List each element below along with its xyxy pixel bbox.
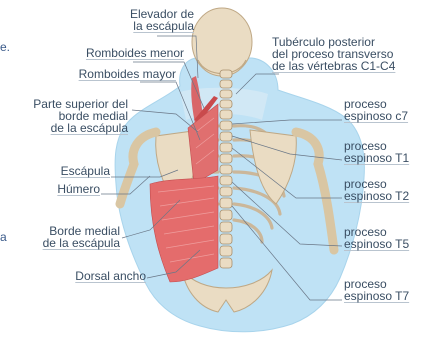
label-proceso-t1: proceso espinoso T1: [344, 140, 430, 164]
label-proceso-t7: proceso espinoso T7: [344, 278, 430, 302]
label-romboides-menor: Romboides menor: [40, 47, 184, 59]
label-escapula: Escápula: [50, 165, 110, 177]
label-romboides-mayor: Romboides mayor: [30, 68, 176, 80]
edge-fragment-bottom: a: [0, 230, 7, 244]
label-borde-medial: Borde medial de la escápula: [28, 225, 120, 249]
label-parte-superior-borde-medial: Parte superior del borde medial de la es…: [4, 98, 128, 134]
skull: [192, 8, 252, 76]
label-humero: Húmero: [48, 183, 100, 195]
label-proceso-c7: proceso espinoso c7: [344, 98, 430, 122]
edge-fragment-top: e.: [0, 40, 10, 54]
label-proceso-t2: proceso espinoso T2: [344, 178, 430, 202]
label-dorsal-ancho: Dorsal ancho: [58, 270, 146, 282]
label-proceso-t5: proceso espinoso T5: [344, 226, 430, 250]
label-elevador-escapula: Elevador de la escápula: [98, 8, 194, 32]
label-tuberculo-posterior: Tubérculo posterior del proceso transver…: [272, 36, 422, 72]
